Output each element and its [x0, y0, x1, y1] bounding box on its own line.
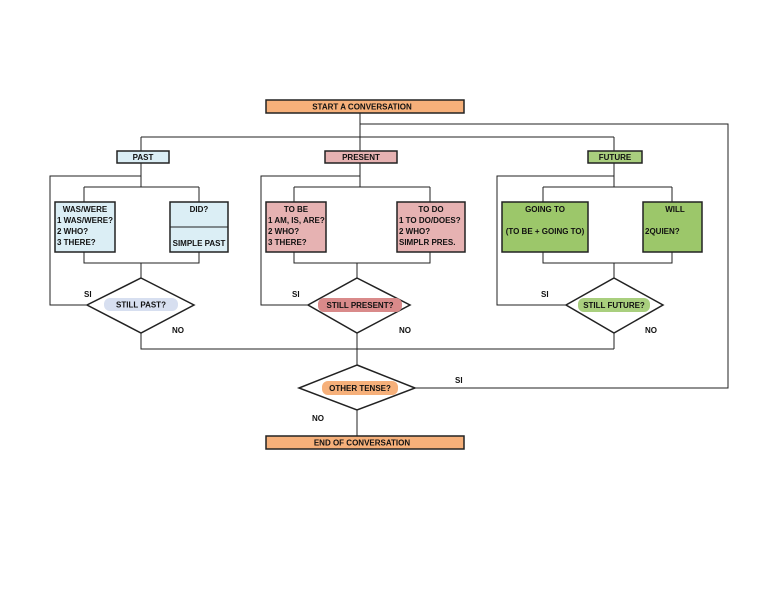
- present-to-do-title: TO DO: [418, 205, 443, 214]
- present-to-be-title: TO BE: [284, 205, 309, 214]
- present-header-label: PRESENT: [342, 153, 380, 162]
- past-header-box: [116, 150, 170, 164]
- present-no-label: NO: [399, 326, 411, 335]
- past-was-were-line-1: 1 WAS/WERE?: [57, 216, 113, 225]
- still-future-pill: [578, 298, 650, 312]
- still-past-label: STILL PAST?: [116, 301, 166, 310]
- past-header-label: PAST: [133, 153, 154, 162]
- future-yes-label: SI: [541, 290, 549, 299]
- still-present-pill: [318, 298, 402, 312]
- future-will-title: WILL: [665, 205, 685, 214]
- future-header-label: FUTURE: [599, 153, 632, 162]
- future-no-label: NO: [645, 326, 657, 335]
- present-header-box: [324, 150, 398, 164]
- past-was-were-line-3: 3 THERE?: [57, 238, 96, 247]
- future-going-to-line-1: (TO BE + GOING TO): [506, 227, 585, 236]
- present-to-be-line-3: 3 THERE?: [268, 238, 307, 247]
- other-tense-pill: [322, 381, 398, 395]
- past-simple-past-label: SIMPLE PAST: [173, 239, 226, 248]
- present-to-do-line-2: 2 WHO?: [399, 227, 430, 236]
- end-label: END OF CONVERSATION: [314, 439, 411, 448]
- past-was-were-title: WAS/WERE: [63, 205, 108, 214]
- start-label: START A CONVERSATION: [312, 103, 412, 112]
- still-present-label: STILL PRESENT?: [327, 301, 394, 310]
- past-no-label: NO: [172, 326, 184, 335]
- present-to-be-line-1: 1 AM, IS, ARE?: [268, 216, 325, 225]
- past-was-were-box: [54, 201, 116, 253]
- end-box: [265, 435, 465, 450]
- past-yes-label: SI: [84, 290, 92, 299]
- past-was-were-line-2: 2 WHO?: [57, 227, 88, 236]
- present-yes-label: SI: [292, 290, 300, 299]
- future-will-box: [642, 201, 703, 253]
- future-will-line-1: 2QUIEN?: [645, 227, 680, 236]
- other-tense-label: OTHER TENSE?: [329, 384, 391, 393]
- present-to-be-box: [265, 201, 327, 253]
- past-did-label: DID?: [190, 205, 209, 214]
- present-to-be-line-2: 2 WHO?: [268, 227, 299, 236]
- other-no-label: NO: [312, 414, 324, 423]
- other-yes-label: SI: [455, 376, 463, 385]
- future-going-to-title: GOING TO: [525, 205, 565, 214]
- still-future-label: STILL FUTURE?: [583, 301, 645, 310]
- present-to-do-line-3: SIMPLR PRES.: [399, 238, 455, 247]
- start-box: [265, 99, 465, 114]
- future-going-to-box: [501, 201, 589, 253]
- future-header-box: [587, 150, 643, 164]
- still-past-pill: [104, 298, 178, 311]
- present-to-do-line-1: 1 TO DO/DOES?: [399, 216, 461, 225]
- connector-lines: [49, 113, 729, 436]
- present-to-do-box: [396, 201, 466, 253]
